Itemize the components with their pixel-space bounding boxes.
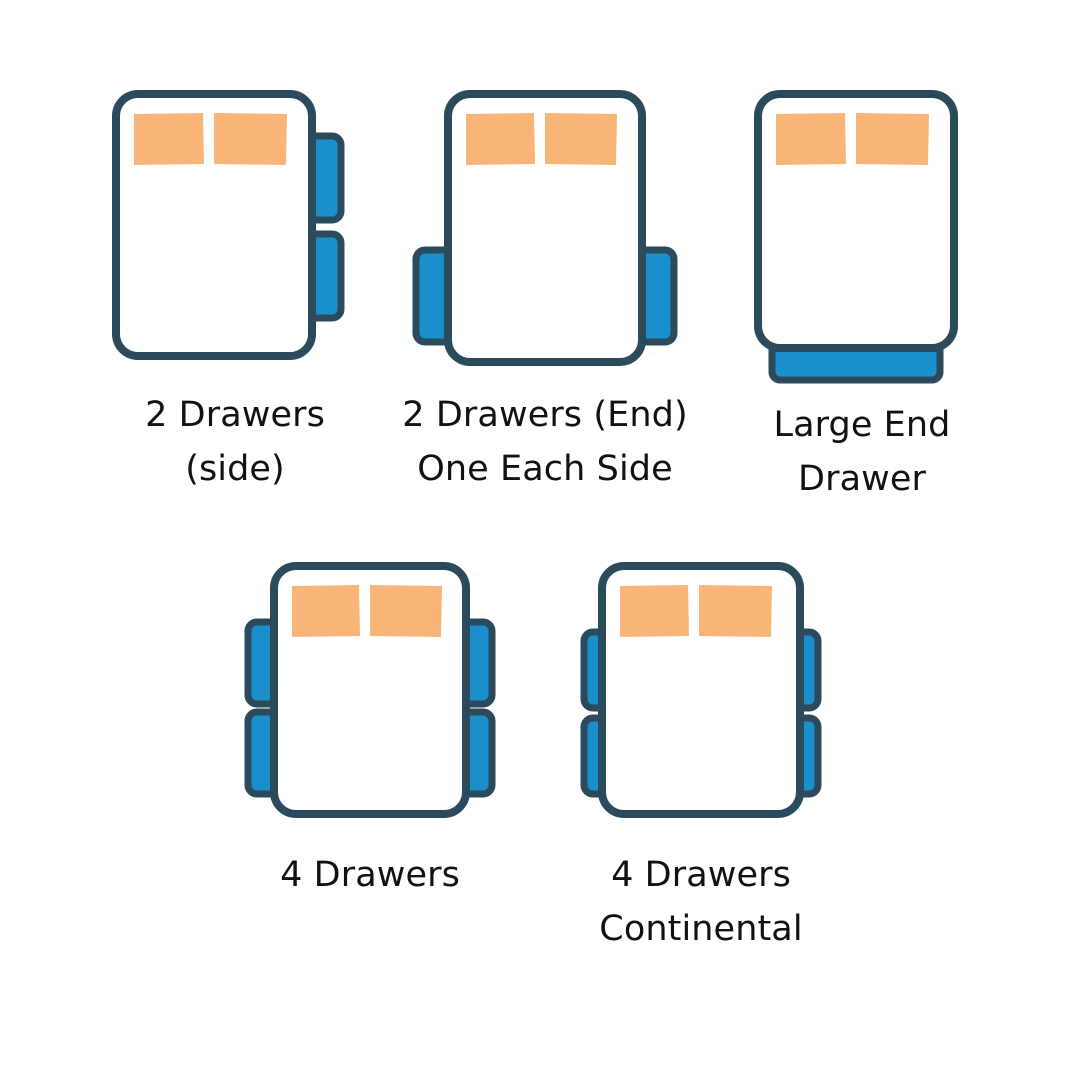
caption-two-drawers-end: 2 Drawers (End) One Each Side	[402, 395, 688, 490]
pillow-group	[466, 113, 617, 165]
pillow-right-icon	[370, 585, 442, 637]
pillow-left-icon	[292, 585, 360, 637]
pillow-right-icon	[699, 585, 772, 637]
pillow-group	[620, 585, 772, 637]
pillow-left-icon	[620, 585, 689, 637]
caption-four-drawers: 4 Drawers	[280, 855, 460, 895]
bed-diagram-svg	[754, 90, 958, 384]
bed-diagram-svg	[580, 562, 822, 818]
bed-diagram-svg	[244, 562, 496, 818]
bed-figure	[240, 560, 500, 820]
pillow-right-icon	[856, 113, 929, 165]
pillow-group	[134, 113, 287, 165]
bed-option-four-drawers[interactable]: 4 Drawers	[240, 560, 500, 895]
pillow-left-icon	[466, 113, 535, 165]
pillow-right-icon	[214, 113, 287, 165]
bed-figure	[410, 88, 680, 378]
bed-diagram-svg	[412, 90, 678, 366]
bed-option-four-drawers-continental[interactable]: 4 Drawers Continental	[576, 560, 826, 949]
bed-figure	[576, 560, 826, 820]
caption-large-end-drawer: Large End Drawer	[773, 405, 951, 500]
bed-figure	[752, 88, 972, 388]
caption-four-drawers-continental: 4 Drawers Continental	[599, 855, 803, 950]
pillow-right-icon	[545, 113, 617, 165]
bed-figure	[110, 88, 360, 368]
pillow-left-icon	[776, 113, 846, 165]
bed-option-two-drawers-end[interactable]: 2 Drawers (End) One Each Side	[402, 88, 688, 489]
bed-option-large-end-drawer[interactable]: Large End Drawer	[752, 88, 972, 499]
bed-diagram-svg	[112, 90, 345, 360]
pillow-group	[292, 585, 442, 637]
caption-two-drawers-side: 2 Drawers (side)	[145, 395, 325, 490]
bed-option-two-drawers-side[interactable]: 2 Drawers (side)	[110, 88, 360, 489]
pillow-left-icon	[134, 113, 204, 165]
pillow-group	[776, 113, 929, 165]
